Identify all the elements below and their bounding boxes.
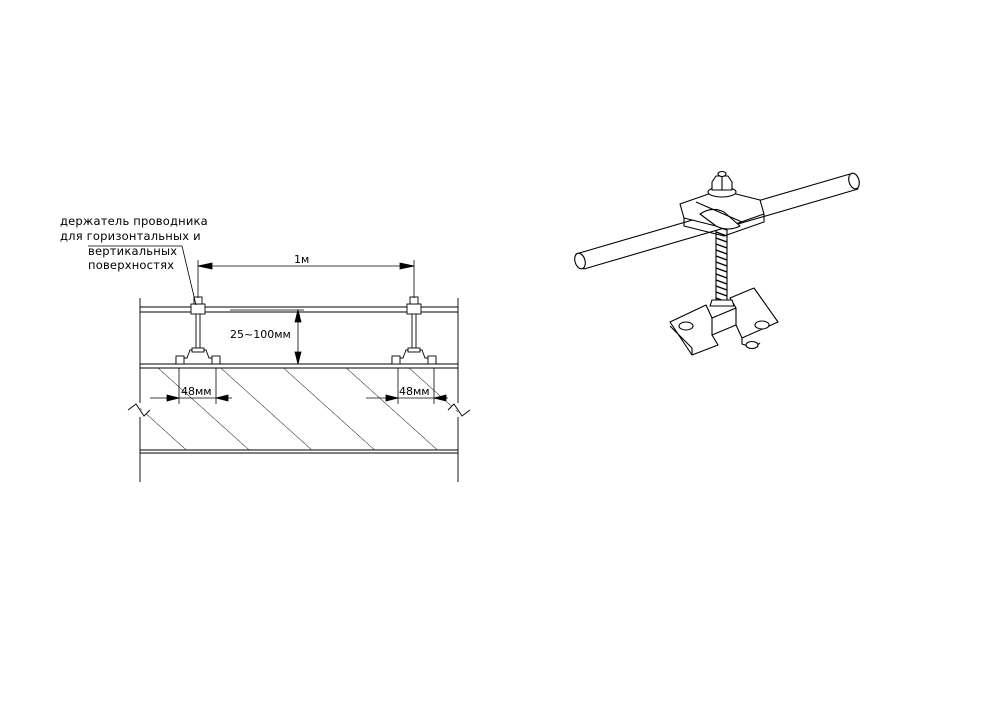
- dimension-span-label: 1м: [294, 253, 309, 266]
- roof-slab: [127, 363, 471, 454]
- top-nut: [707, 170, 737, 198]
- dimension-base-right: [366, 368, 448, 404]
- dimension-base-right-label: 48мм: [399, 385, 430, 398]
- dimension-base-left: [150, 368, 232, 404]
- section-drawing: 1м 25~100мм 48мм 48мм: [60, 214, 471, 482]
- callout-line-2: для горизонтальных и: [60, 229, 201, 243]
- callout-leader: [88, 245, 197, 306]
- dimension-span: [197, 260, 415, 298]
- base-plate: [669, 287, 779, 356]
- threaded-stud: [709, 221, 735, 307]
- callout-line-1: держатель проводника: [60, 214, 208, 228]
- dimension-height: [230, 309, 304, 365]
- callout-text: держатель проводника для горизонтальных …: [60, 214, 208, 272]
- isometric-holder-view: [574, 170, 860, 356]
- holder-left: [175, 296, 221, 365]
- callout-line-4: поверхностях: [88, 258, 174, 272]
- callout-line-3: вертикальных: [88, 244, 177, 258]
- holder-right: [391, 296, 437, 365]
- clamp-saddle: [679, 189, 765, 237]
- dimension-height-label: 25~100мм: [230, 328, 291, 341]
- dimension-base-left-label: 48мм: [181, 385, 212, 398]
